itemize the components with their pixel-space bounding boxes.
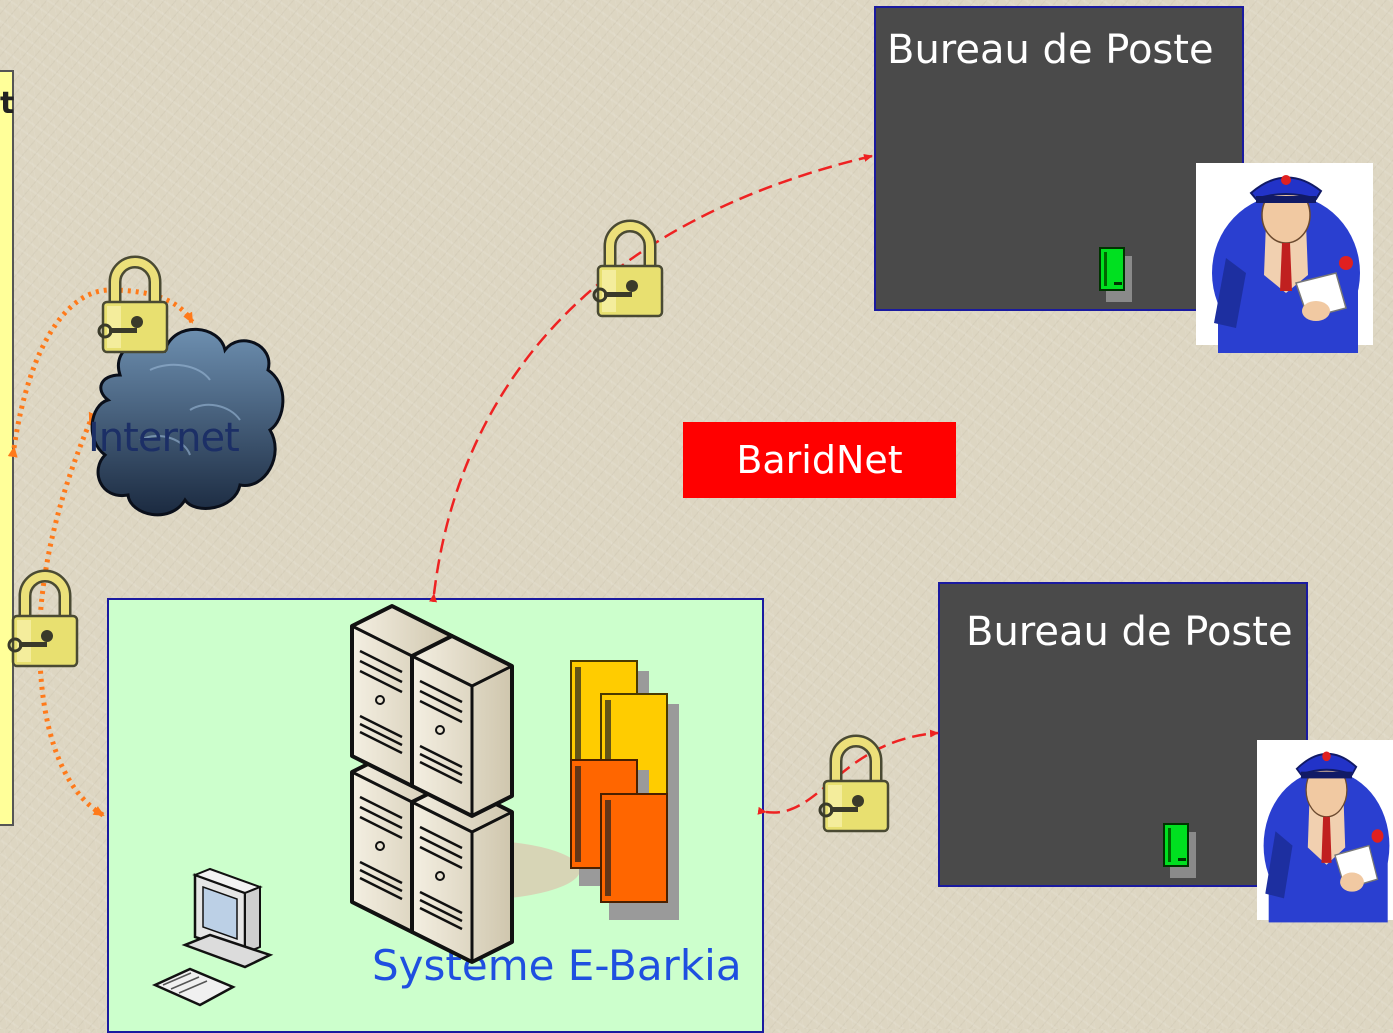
- link-client-internet: [7, 287, 195, 458]
- padlock-icon: [9, 576, 77, 666]
- post-office-1-title: Bureau de Poste: [887, 27, 1214, 73]
- card-icon: [1163, 823, 1197, 879]
- link-internet-system: [37, 411, 105, 818]
- card-icon: [1099, 247, 1133, 303]
- padlock-icon: [820, 741, 888, 831]
- post-office-1: Bureau de Poste: [874, 6, 1244, 311]
- server-icon: [350, 604, 580, 964]
- padlock-icon: [99, 262, 167, 352]
- post-office-2-title: Bureau de Poste: [966, 609, 1293, 655]
- padlock-icon: [594, 226, 662, 316]
- post-office-2: Bureau de Poste: [938, 582, 1308, 887]
- client-panel-label: t: [0, 86, 15, 121]
- desktop-computer-icon: [151, 867, 274, 1007]
- link-system-office2: [757, 729, 939, 815]
- internet-label: Internet: [88, 415, 240, 461]
- e-barkia-system-label: Système E-Barkia: [372, 941, 742, 990]
- link-system-office1: [429, 153, 873, 603]
- document-icon: [570, 660, 680, 921]
- cloud-icon: [90, 327, 285, 517]
